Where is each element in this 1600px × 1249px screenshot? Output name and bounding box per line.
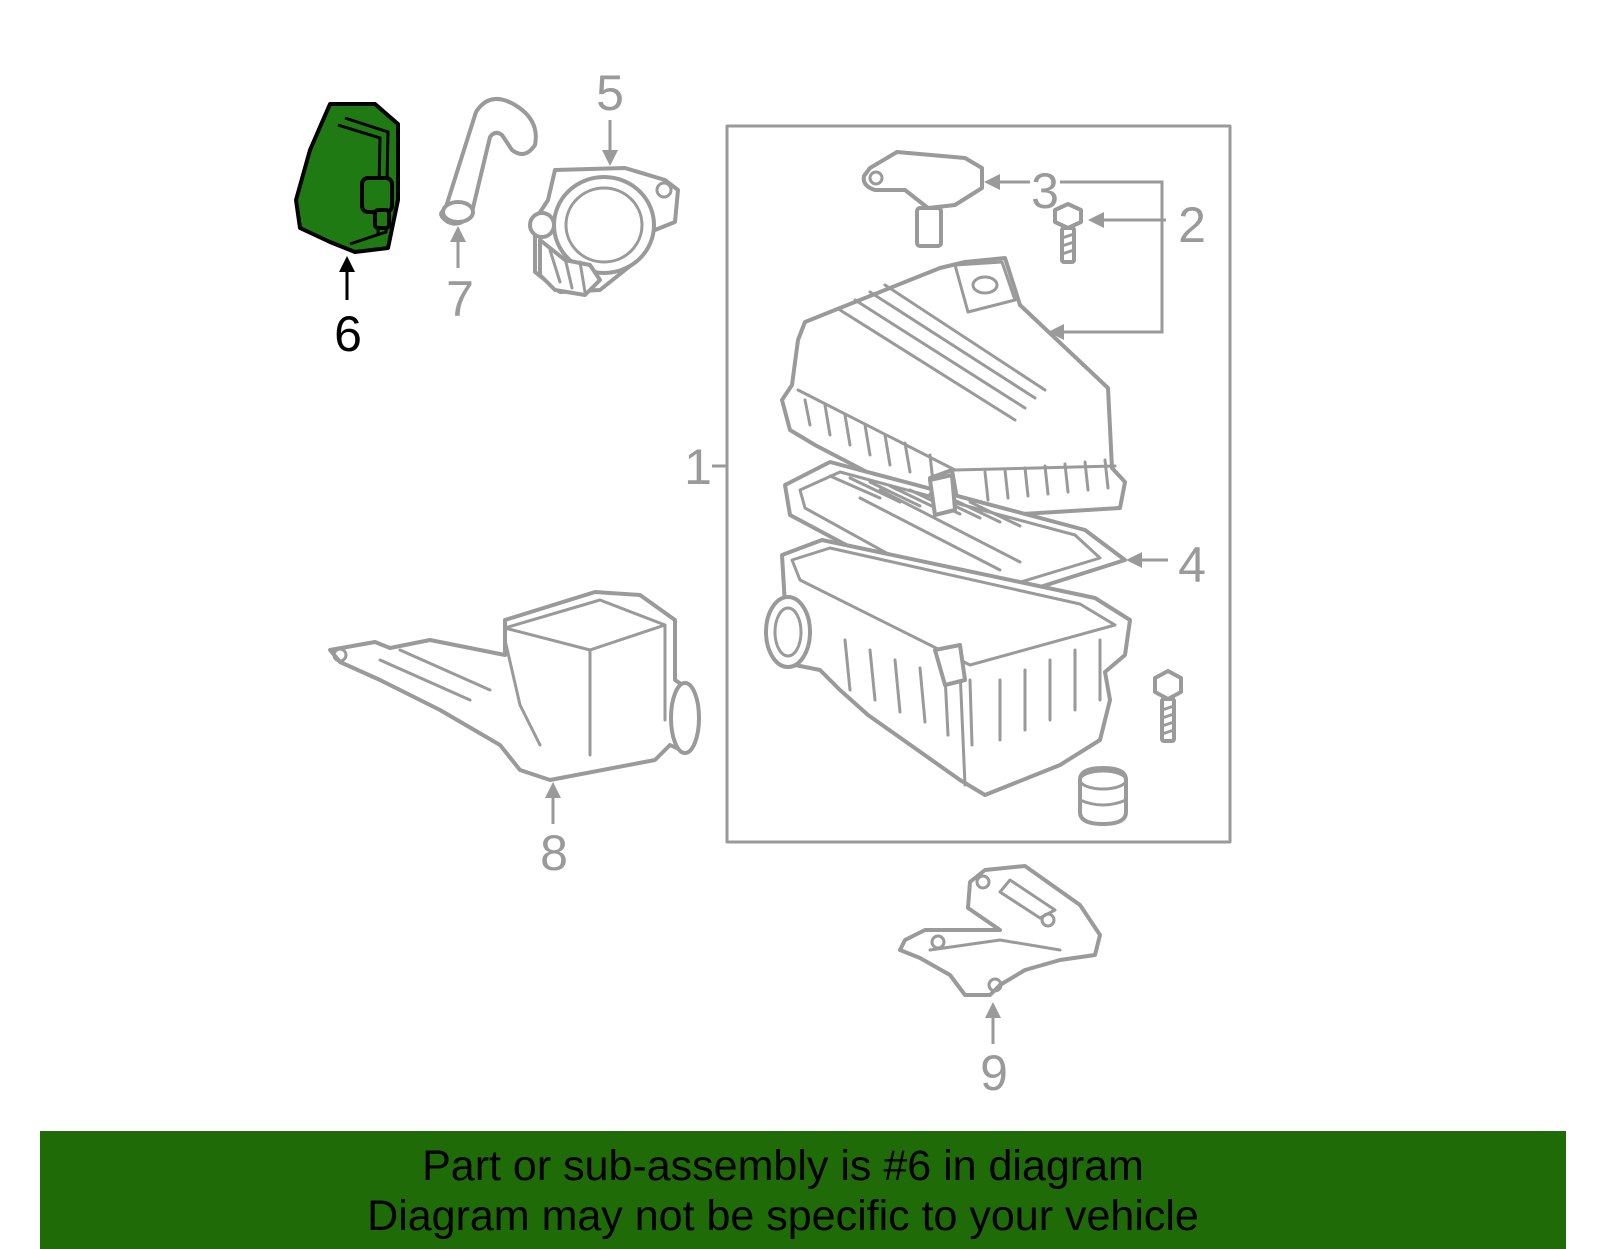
part-7-hose[interactable] <box>439 96 538 226</box>
callout-8-arrow <box>545 782 561 824</box>
assembly-1-frame <box>725 124 1232 844</box>
callout-2-3-bracket <box>1060 180 1164 334</box>
part-grommet[interactable] <box>1078 766 1128 826</box>
part-2-bolt[interactable] <box>1053 202 1083 264</box>
part-4-filter[interactable] <box>783 460 1127 612</box>
callout-2-arrow <box>1088 212 1166 228</box>
part-lower-case[interactable] <box>764 538 1132 797</box>
callout-3-arrow <box>984 174 1030 190</box>
callout-6-arrow <box>339 256 355 300</box>
callout-7-label: 7 <box>446 271 474 327</box>
callout-5-label: 5 <box>596 65 624 121</box>
callout-5-arrow <box>602 120 618 166</box>
part-6-highlighted[interactable] <box>294 102 400 254</box>
callout-4-label: 4 <box>1178 537 1206 593</box>
info-banner: Part or sub-assembly is #6 in diagram Di… <box>40 1131 1566 1249</box>
callout-7-arrow <box>450 226 466 268</box>
callout-4-arrow <box>1126 552 1168 568</box>
banner-line-1: Part or sub-assembly is #6 in diagram <box>422 1142 1144 1190</box>
callout-8-label: 8 <box>540 825 568 881</box>
callout-2-label: 2 <box>1178 197 1206 253</box>
part-3-sensor[interactable] <box>861 150 984 248</box>
part-5-throttle-body[interactable] <box>528 166 680 297</box>
banner-line-2: Diagram may not be specific to your vehi… <box>367 1192 1199 1240</box>
callout-9-label: 9 <box>980 1045 1008 1101</box>
part-cover[interactable] <box>780 256 1127 520</box>
callout-6-label: 6 <box>334 306 362 362</box>
part-bolt-lower[interactable] <box>1153 669 1183 743</box>
callout-1-label: 1 <box>684 439 712 495</box>
bracket-arrow <box>1048 324 1064 340</box>
callout-9-arrow <box>985 1002 1001 1044</box>
part-8-intake-duct[interactable] <box>328 590 701 782</box>
part-9-bracket[interactable] <box>898 864 1102 997</box>
